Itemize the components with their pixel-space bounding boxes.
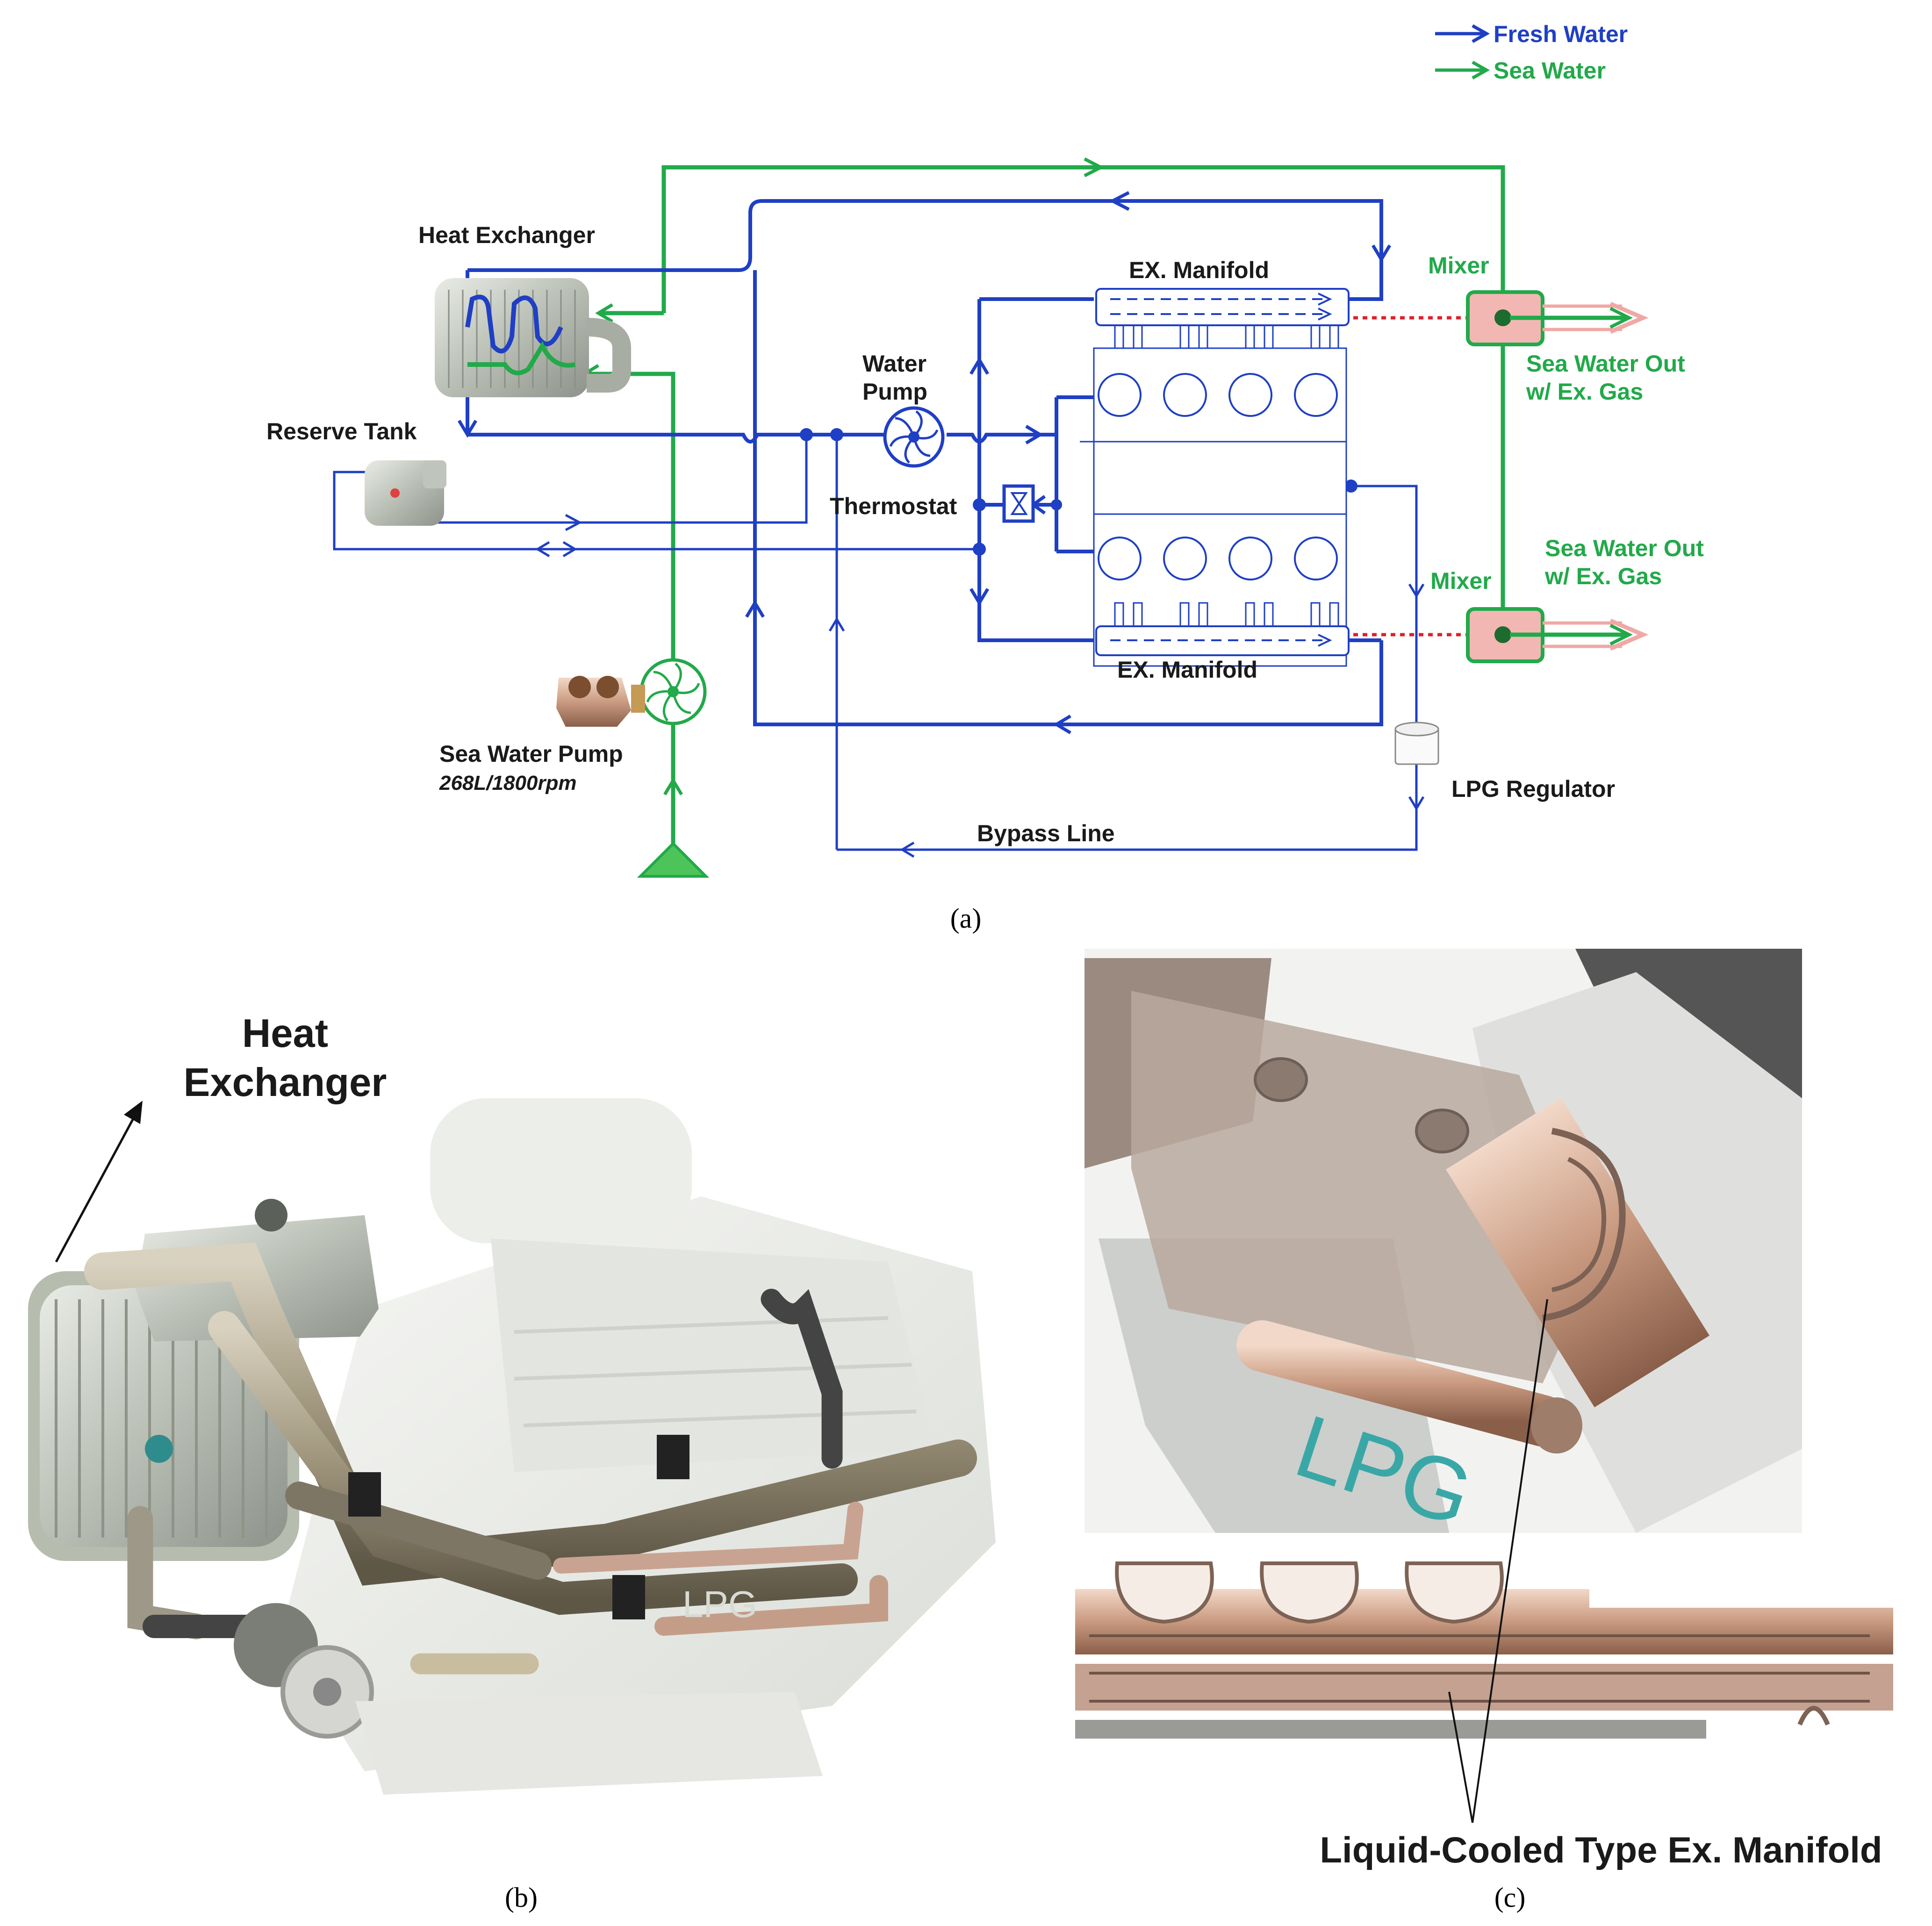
- sea-water-intake-icon: [637, 841, 710, 878]
- legend-fresh-water: Fresh Water: [1494, 21, 1628, 47]
- ex-manifold-bottom-icon: [1095, 625, 1350, 656]
- sea-water-pump-icon: [639, 658, 707, 766]
- label-liquid-cooled-manifold: Liquid-Cooled Type Ex. Manifold: [1320, 1829, 1882, 1870]
- label-sea-water-pump-spec: 268L/1800rpm: [439, 772, 577, 795]
- mixer-bottom-icon: [1466, 607, 1649, 663]
- cooling-circuit-diagram: Heat Exchanger Reserve Tank Water Pump T…: [266, 157, 1704, 934]
- engine-render-panel: LPG Heat Exchanger (b): [19, 1011, 1024, 1913]
- junction-dots: [800, 428, 1357, 556]
- label-heat-exchanger-b-2: Exchanger: [184, 1060, 387, 1105]
- caption-a: (a): [950, 903, 982, 934]
- label-sea-out-top-2: w/ Ex. Gas: [1526, 379, 1643, 405]
- engine-block-schematic: [1080, 324, 1347, 667]
- engine-ghost-text: LPG: [682, 1583, 757, 1625]
- caption-b: (b): [505, 1882, 538, 1913]
- label-ex-manifold-top: EX. Manifold: [1129, 257, 1269, 283]
- label-sea-water-pump: Sea Water Pump: [439, 741, 623, 767]
- label-lpg-regulator: LPG Regulator: [1451, 776, 1615, 802]
- manifold-cutaway-view: [1073, 1552, 1896, 1748]
- caption-c: (c): [1494, 1882, 1526, 1913]
- label-thermostat: Thermostat: [830, 493, 957, 519]
- manifold-render-panel: LPG Liquid-Cooled Type Ex. Manifold (c): [1073, 949, 1896, 1913]
- label-heat-exchanger-b-1: Heat: [242, 1011, 328, 1056]
- label-bypass-line: Bypass Line: [977, 820, 1115, 846]
- mixer-top-icon: [1466, 290, 1649, 346]
- label-reserve-tank: Reserve Tank: [266, 418, 417, 444]
- label-sea-out-bottom-2: w/ Ex. Gas: [1544, 563, 1662, 589]
- ex-manifold-top-icon: [1095, 288, 1350, 326]
- lpg-regulator-icon: [1394, 722, 1439, 765]
- label-water-pump-2: Pump: [862, 379, 927, 405]
- reserve-tank-render: [365, 460, 446, 526]
- label-sea-out-top-1: Sea Water Out: [1526, 351, 1685, 377]
- label-ex-manifold-bottom: EX. Manifold: [1117, 657, 1257, 683]
- label-mixer-top: Mixer: [1428, 252, 1489, 279]
- label-water-pump-1: Water: [862, 351, 926, 377]
- heat-exchanger-render: [435, 278, 631, 397]
- label-mixer-bottom: Mixer: [1430, 568, 1492, 594]
- sea-water-pump-photo: [556, 676, 645, 727]
- legend: Fresh Water Sea Water: [1435, 21, 1628, 84]
- thermostat-valve-icon: [1002, 484, 1035, 523]
- label-sea-out-bottom-1: Sea Water Out: [1545, 535, 1704, 561]
- water-pump-icon: [883, 406, 945, 468]
- label-heat-exchanger: Heat Exchanger: [418, 222, 595, 248]
- legend-sea-water: Sea Water: [1494, 57, 1606, 84]
- manifold-3d-view: LPG: [1085, 949, 1802, 1545]
